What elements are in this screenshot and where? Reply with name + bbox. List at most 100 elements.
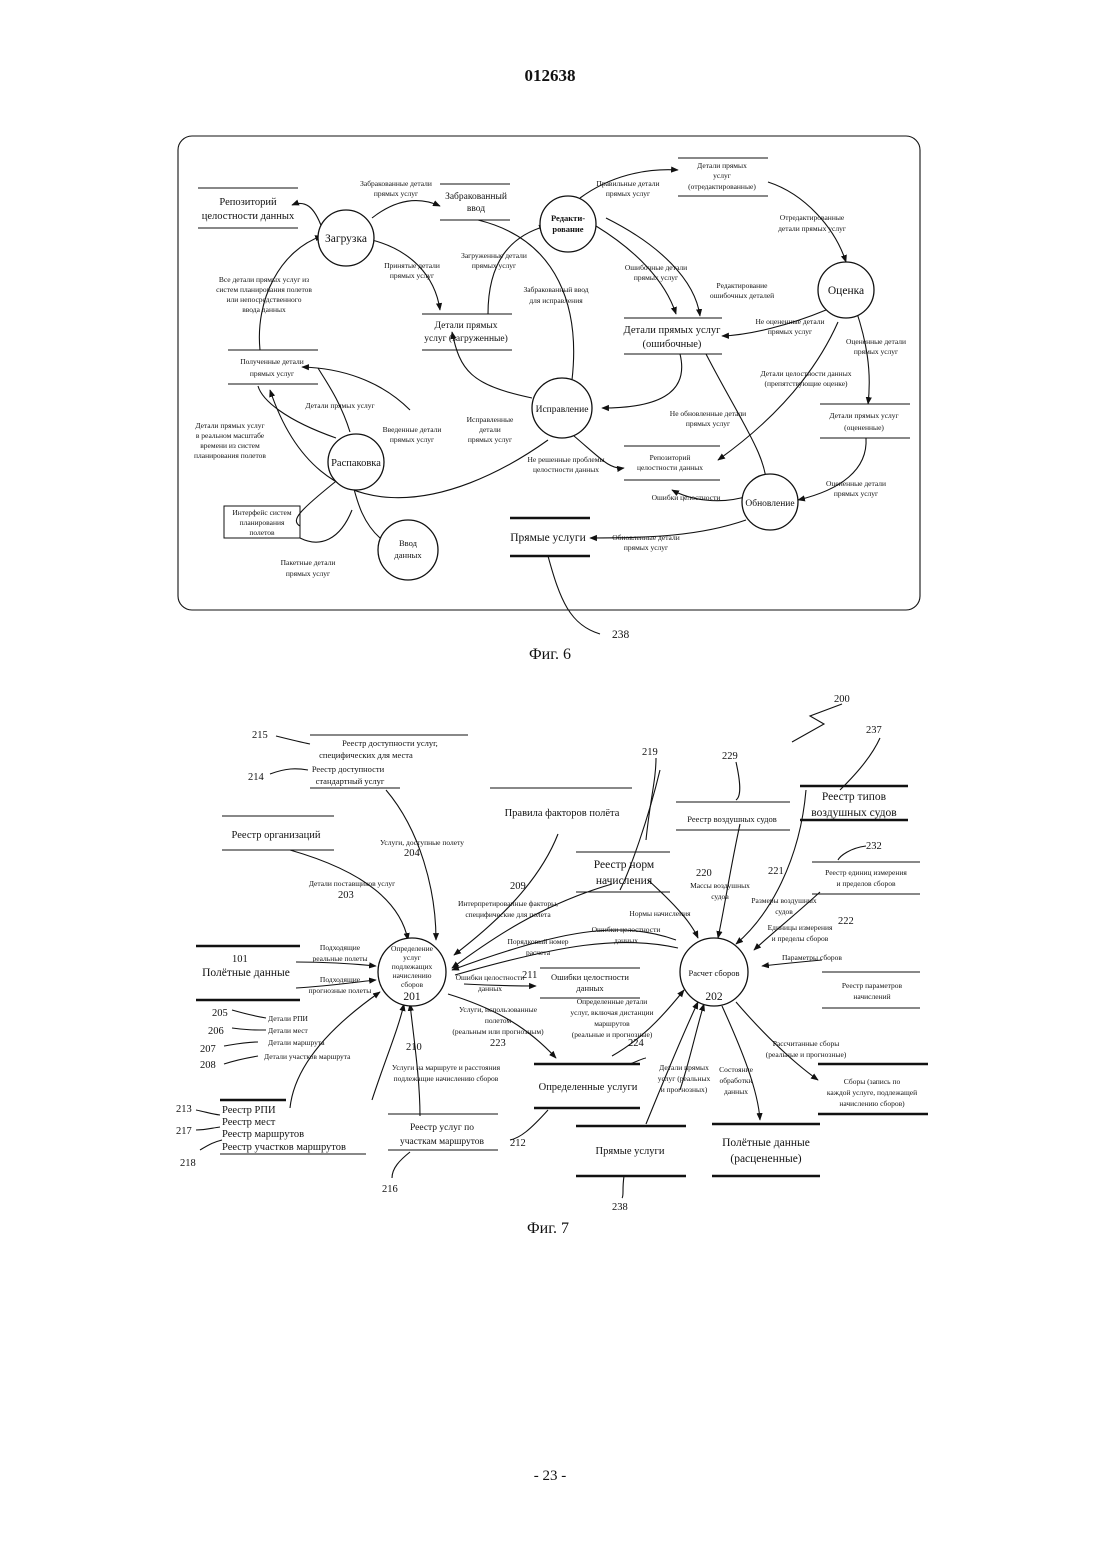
- f-units-1: Единицы измерения: [768, 923, 833, 932]
- p201-l5: сборов: [401, 980, 423, 989]
- f-real-1: Подходящие: [320, 943, 361, 952]
- ref-221: 221: [768, 866, 784, 877]
- flow-batch-1: Пакетные детали: [281, 558, 336, 567]
- f-err2-1: Ошибки целостности: [456, 973, 525, 982]
- flow-unsolved-2: целостности данных: [533, 465, 599, 474]
- ref-238: 238: [612, 1202, 628, 1213]
- s-route-reg-1: Реестр услуг по: [410, 1123, 474, 1133]
- store-interface-2: планирования: [240, 518, 285, 527]
- flow-fixed-1: Исправленные: [467, 415, 514, 424]
- flow-loaded-2: прямых услуг: [472, 261, 516, 270]
- s-priced-2: (расцененные): [730, 1153, 801, 1165]
- flow-details: Детали прямых услуг: [305, 401, 374, 410]
- f204: Услуги, доступные полету: [380, 838, 464, 847]
- s232-2: и пределов сборов: [837, 879, 896, 888]
- flow-noteval-2: прямых услуг: [768, 327, 812, 336]
- f-places: Детали мест: [268, 1026, 309, 1035]
- p202-label: Расчет сборов: [689, 968, 740, 978]
- s215-2: специфических для места: [319, 750, 413, 760]
- flow-evaldet-2: прямых услуг: [834, 489, 878, 498]
- fig6-diagram: Загрузка Редакти- рование Оценка Исправл…: [178, 136, 920, 641]
- s-flight: Полётные данные: [202, 967, 290, 979]
- f210-2: подлежащие начислению сборов: [394, 1074, 499, 1083]
- flow-unsolved-1: Не решенные проблемы: [527, 455, 604, 464]
- f-mass-2: судов: [711, 892, 729, 901]
- s232-1: Реестр единиц измерения: [825, 868, 907, 877]
- f-directdet-3: и прогнозных): [661, 1085, 708, 1094]
- f-err1-1: Ошибки целостности: [592, 925, 661, 934]
- f-size-1: Размеры воздушных: [751, 896, 817, 905]
- f203: Детали поставщиков услуг: [309, 879, 395, 888]
- f-calc-1: Рассчитанные сборы: [773, 1039, 840, 1048]
- fig6-caption: Фиг. 6: [450, 646, 650, 664]
- ref-201: 201: [403, 991, 421, 1003]
- process-fix-label: Исправление: [536, 405, 589, 415]
- flow-batch-2: прямых услуг: [286, 569, 330, 578]
- ref-209: 209: [510, 881, 526, 892]
- p201-l1: Определение: [391, 944, 434, 953]
- flow-fixed-3: прямых услуг: [468, 435, 512, 444]
- s-norms-1: Реестр норм: [594, 859, 655, 871]
- ref-206: 206: [208, 1026, 224, 1037]
- store-rejected-2: ввод: [467, 204, 485, 214]
- s-errors-2: данных: [576, 983, 604, 993]
- f-seq-1: Порядковый номер: [507, 937, 568, 946]
- store-interface-3: полетов: [249, 528, 275, 537]
- f210-1: Услуги на маршруте и расстояния: [392, 1063, 501, 1072]
- f-err1-2: данных: [614, 936, 638, 945]
- s-fees-3: начислению сборов): [839, 1099, 905, 1108]
- s-fees-1: Сборы (запись по: [844, 1077, 901, 1086]
- f-mass-1: Массы воздушных: [690, 881, 750, 890]
- ref-212: 212: [510, 1138, 526, 1149]
- ref-216: 216: [382, 1184, 398, 1195]
- ref-214: 214: [248, 772, 265, 783]
- f-units-2: и пределы сборов: [772, 934, 829, 943]
- process-edit-label-1: Редакти-: [551, 213, 585, 223]
- flow-realtime-1: Детали прямых услуг: [195, 421, 264, 430]
- store-edited-3: (отредактированные): [688, 182, 756, 191]
- flow-all-1: Все детали прямых услуг из: [219, 275, 309, 284]
- s-places: Реестр мест: [222, 1117, 276, 1128]
- s-fees-2: каждой услуге, подлежащей: [827, 1088, 917, 1097]
- s-direct: Прямые услуги: [596, 1146, 665, 1157]
- f-used-1: Услуги, использованные: [459, 1005, 538, 1014]
- f-defined-3: маршрутов: [594, 1019, 630, 1028]
- p201-l2: услуг: [403, 953, 421, 962]
- ref-229: 229: [722, 751, 738, 762]
- f-calc-2: (реальные и прогнозные): [766, 1050, 847, 1059]
- s-params-2: начислений: [853, 992, 890, 1001]
- ref-200: 200: [834, 694, 850, 705]
- store-edited-2: услуг: [713, 171, 731, 180]
- store-repo-2: целостности данных: [202, 211, 295, 222]
- ref-207: 207: [200, 1044, 216, 1055]
- ref-204: 204: [404, 848, 421, 859]
- flow-rejfix-1: Забракованный ввод: [523, 285, 588, 294]
- flow-rejfix-2: для исправления: [529, 296, 583, 305]
- s-types-1: Реестр типов: [822, 791, 887, 803]
- flow-error-2: прямых услуг: [634, 273, 678, 282]
- store-loaded-1: Детали прямых: [435, 321, 498, 331]
- ref-215: 215: [252, 730, 268, 741]
- flow-all-4: ввода данных: [242, 305, 286, 314]
- flow-notupd-1: Не обновленные детали: [670, 409, 746, 418]
- fig6-ref-238: 238: [612, 629, 630, 641]
- flow-edited-1: Отредактированные: [780, 213, 845, 222]
- store-rejected-1: Забракованный: [445, 191, 507, 202]
- s-route-reg-2: участкам маршрутов: [400, 1137, 485, 1147]
- ref-237: 237: [866, 725, 882, 736]
- ref-224: 224: [628, 1038, 645, 1049]
- s-params-1: Реестр параметров: [842, 981, 903, 990]
- store-evaluated-1: Детали прямых услуг: [829, 411, 898, 420]
- ref-219: 219: [642, 747, 658, 758]
- flow-rejected-1: Забракованные детали: [360, 179, 432, 188]
- store-repo-1: Репозиторий: [219, 197, 277, 208]
- f-defined-2: услуг, включая дистанции: [570, 1008, 653, 1017]
- f-forecast-1: Подходящие: [320, 975, 361, 984]
- store-received-2: прямых услуг: [250, 369, 294, 378]
- f-defined-1: Определенные детали: [577, 997, 648, 1006]
- flow-all-2: систем планирования полетов: [216, 285, 312, 294]
- s215-1: Реестр доступности услуг,: [342, 738, 438, 748]
- ref-223: 223: [490, 1038, 506, 1049]
- f-state-3: данных: [724, 1087, 748, 1096]
